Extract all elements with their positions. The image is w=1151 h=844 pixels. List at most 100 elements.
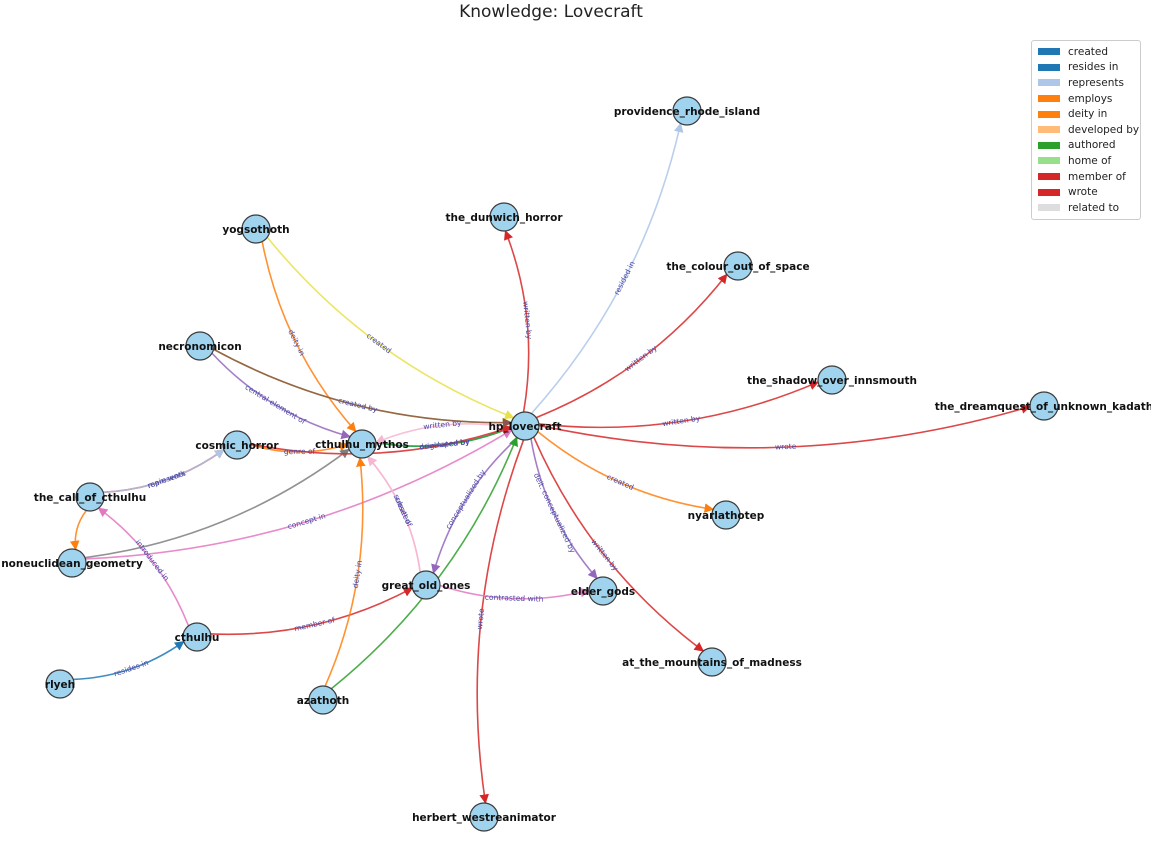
node-necronomicon: necronomicon [158,331,242,361]
edge-hp_lovecraft-the_dunwich_horror [504,230,530,413]
node-noneuclidean_geometry: noneuclidean_geometry [1,548,143,578]
node-circle [469,802,499,832]
edge-hp_lovecraft-cthulhu_mythos [375,423,512,444]
legend-item-resides-in: resides in [1032,60,1140,76]
node-the_dunwich_horror: the_dunwich_horror [445,202,563,232]
edge-hp_lovecraft-the_dreamquest_of_unknown_kadath [538,404,1031,449]
edge-yogsothoth-hp_lovecraft [266,236,515,420]
node-circle [75,482,105,512]
legend-item-created: created [1032,44,1140,60]
legend-item-represents: represents [1032,75,1140,91]
node-label: necronomicon [158,341,241,353]
legend-swatch [1038,157,1060,165]
node-label: rlyeh [45,679,75,691]
edge-rlyeh-cthulhu [73,640,185,681]
node-circle [222,430,252,460]
node-label: nyarlathotep [688,510,765,522]
node-layer: hp_lovecraftprovidence_rhode_islandthe_d… [1,96,1151,832]
node-the_shadow_over_innsmouth: the_shadow_over_innsmouth [747,365,917,395]
legend-label: home of [1068,154,1112,167]
edge-cthulhu-great_old_ones [210,587,414,636]
edge-azathoth-hp_lovecraft [330,436,518,690]
node-yogsothoth: yogsothoth [222,214,290,244]
edge-great_old_ones-cthulhu_mythos [367,456,422,573]
edge-label: genre of [284,447,316,456]
node-circle [723,251,753,281]
node-label: noneuclidean_geometry [1,558,143,570]
node-label: at_the_mountains_of_madness [622,657,802,669]
edge-label: created [393,496,413,526]
edge-hp_lovecraft-the_shadow_over_innsmouth [538,381,820,429]
node-circle [697,647,727,677]
legend-item-related-to: related to [1032,200,1140,216]
legend-label: developed by [1068,123,1140,136]
node-label: the_colour_out_of_space [666,261,809,273]
node-label: herbert_westreanimator [412,812,557,824]
edge-label: concept in [287,511,327,531]
node-circle [817,365,847,395]
node-circle [185,331,215,361]
edge-label: wrote [775,442,797,452]
edge-label: resided in [612,259,637,296]
node-elder_gods: elder_gods [571,576,635,606]
legend-label: wrote [1068,186,1098,199]
edge-great_old_ones-elder_gods [439,584,590,600]
node-label: hp_lovecraft [488,421,561,433]
legend-swatch [1038,79,1060,87]
node-circle [489,202,519,232]
edge-label: developed by [419,437,471,452]
legend-label: represents [1068,76,1124,89]
edge-hp_lovecraft-great_old_ones [431,437,519,575]
node-circle [308,685,338,715]
node-rlyeh: rlyeh [45,669,75,699]
node-nyarlathotep: nyarlathotep [688,500,765,530]
legend-item-member-of: member of [1032,169,1140,185]
legend-item-employs: employs [1032,91,1140,107]
edge-hp_lovecraft-elder_gods [530,438,598,580]
edge-the_call_of_cthulhu-cosmic_horror [103,449,225,494]
node-circle [711,500,741,530]
legend-swatch [1038,204,1060,212]
node-label: yogsothoth [222,224,289,236]
legend-label: resides in [1068,61,1119,74]
edge-label: conceptualized by [444,467,488,530]
edge-label: member of [293,615,336,633]
edge-hp_lovecraft-at_the_mountains_of_madness [532,436,705,652]
edge-label: wrote [475,608,486,630]
edge-layer [69,122,1031,805]
edge-label: written by [662,414,702,429]
edge-hp_lovecraft-providence_rhode_island [530,122,684,415]
legend-swatch [1038,63,1060,71]
edge-label: created by [337,396,379,414]
edge-label: written by [423,418,462,431]
node-label: the_dreamquest_of_unknown_kadath [935,401,1151,413]
node-circle [45,669,75,699]
legend-swatch [1038,173,1060,181]
edge-the_call_of_cthulhu-cosmic_horror [103,449,225,494]
edge-label: contrasted with [485,593,544,604]
edge-necronomicon-cthulhu_mythos [211,352,351,440]
legend-swatch [1038,95,1060,103]
node-circle [411,570,441,600]
node-circle [672,96,702,126]
legend-label: related to [1068,201,1120,214]
node-circle [510,411,540,441]
legend-label: member of [1068,170,1126,183]
edge-label: written by [521,301,534,340]
edge-label: deit. conceptualized by [532,471,578,554]
legend-item-wrote: wrote [1032,184,1140,200]
legend-swatch [1038,110,1060,118]
legend-item-deity-in: deity in [1032,106,1140,122]
edge-hp_lovecraft-herbert_westreanimator [476,439,525,805]
node-the_dreamquest_of_unknown_kadath: the_dreamquest_of_unknown_kadath [935,391,1151,421]
edge-label: created [365,331,394,355]
node-label: azathoth [297,695,350,707]
edge-label: central element of [243,383,307,427]
edge-necronomicon-hp_lovecraft [213,348,513,428]
node-circle [182,622,212,652]
edge-label: deity in [351,559,364,588]
edge-necronomicon-hp_lovecraft [213,348,513,428]
legend-swatch [1038,48,1060,56]
node-cthulhu_mythos: cthulhu_mythos [315,429,409,459]
